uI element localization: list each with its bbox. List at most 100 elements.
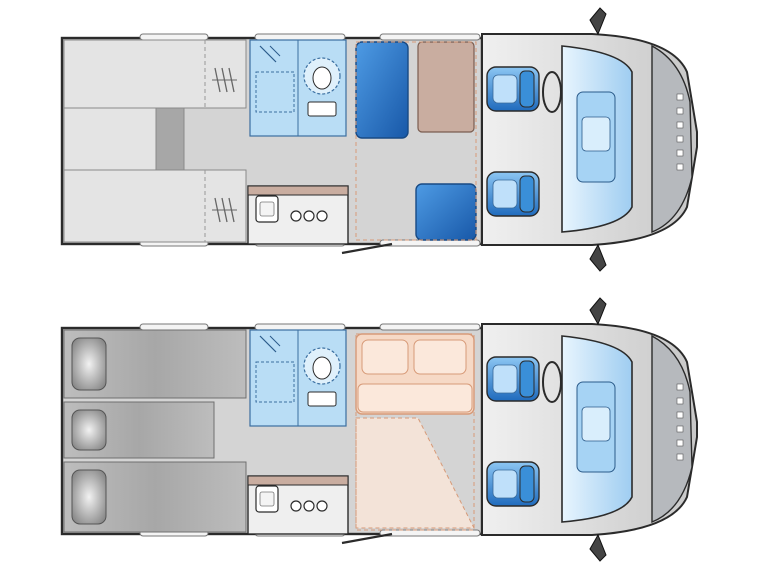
toilet-icon	[303, 57, 341, 117]
dashboard-panel	[581, 406, 611, 442]
hob-burner	[303, 210, 315, 222]
driver-seat-icon	[486, 66, 540, 112]
hob-burner	[290, 210, 302, 222]
driver-seat-icon-cushion	[492, 74, 518, 104]
shower-icon	[255, 335, 295, 403]
shower-spray	[269, 45, 281, 57]
pillow-icon	[71, 337, 107, 391]
night-bed	[63, 329, 247, 399]
driver-seat-icon-cushion	[492, 364, 518, 394]
bed-gap	[155, 107, 185, 171]
drop-bed-outline	[355, 41, 477, 241]
shower-spray	[259, 45, 277, 63]
grille-vent	[676, 107, 684, 115]
drop-down-bed	[355, 333, 475, 531]
passenger-seat-icon-backrest	[519, 465, 535, 503]
door-icon	[341, 532, 393, 545]
cab-bonnet	[651, 44, 693, 234]
passenger-seat-icon-cushion	[492, 179, 518, 209]
window-top	[254, 33, 346, 41]
cab-bonnet	[651, 334, 693, 524]
hob-icon	[290, 210, 328, 222]
hob-burner	[316, 210, 328, 222]
washroom	[249, 329, 347, 427]
day-layout	[60, 7, 698, 272]
dashboard-panel	[581, 116, 611, 152]
passenger-seat-icon-cushion	[492, 469, 518, 499]
dinette-bench	[355, 41, 409, 139]
grille-vent	[676, 383, 684, 391]
toilet-bowl	[312, 66, 332, 90]
kitchen-back	[247, 185, 349, 196]
passenger-seat-icon	[486, 461, 540, 507]
side-mirror-icon	[589, 7, 607, 36]
window-top	[254, 323, 346, 331]
grille-vent	[676, 397, 684, 405]
kitchen-back	[247, 475, 349, 486]
pillow-icon	[71, 409, 107, 451]
rear-bed-right	[63, 169, 247, 243]
night-bed	[63, 461, 247, 533]
hob-burner	[316, 500, 328, 512]
washbasin	[307, 391, 337, 407]
shower-icon	[255, 45, 295, 113]
passenger-seat-icon-backrest	[519, 175, 535, 213]
driver-cab	[481, 7, 698, 272]
window-bottom	[379, 239, 481, 247]
door-icon	[341, 242, 393, 255]
shower-tray	[255, 361, 295, 403]
toilet-bowl	[312, 356, 332, 380]
hob-burner	[290, 500, 302, 512]
kitchen-counter	[247, 185, 349, 245]
pillow-icon	[71, 469, 107, 525]
side-mirror-icon	[589, 297, 607, 326]
heater-vent-icon	[212, 197, 237, 223]
grille-vent	[676, 121, 684, 129]
heater-vent-icon	[212, 67, 237, 93]
shower-spray	[269, 335, 281, 347]
grille-vent	[676, 411, 684, 419]
kitchen-counter	[247, 475, 349, 535]
pillow-icon	[413, 339, 467, 375]
sink-bowl	[259, 201, 275, 217]
side-mirror-icon	[589, 533, 607, 562]
driver-cab	[481, 297, 698, 562]
passenger-seat-icon	[486, 171, 540, 217]
rear-bed-left	[63, 39, 247, 109]
sink-bowl	[259, 491, 275, 507]
grille-vent	[676, 425, 684, 433]
grille-vent	[676, 163, 684, 171]
steering-wheel-icon	[542, 71, 562, 113]
window-top	[139, 323, 209, 331]
grille-vent	[676, 135, 684, 143]
window-top	[379, 323, 481, 331]
driver-seat-icon-backrest	[519, 360, 535, 398]
side-mirror-icon	[589, 243, 607, 272]
rear-bed-middle	[63, 107, 157, 171]
window-bottom	[379, 529, 481, 537]
dinette-side-bench	[415, 183, 477, 241]
grille-vent	[676, 439, 684, 447]
hob-icon	[290, 500, 328, 512]
night-layout	[60, 297, 698, 562]
shower-tray	[255, 71, 295, 113]
window-top	[139, 33, 209, 41]
washroom	[249, 39, 347, 137]
sink-icon	[255, 195, 279, 223]
driver-seat-icon-backrest	[519, 70, 535, 108]
washbasin	[307, 101, 337, 117]
driver-seat-icon	[486, 356, 540, 402]
shower-spray	[259, 335, 277, 353]
night-bed	[63, 401, 215, 459]
pillow-icon	[361, 339, 409, 375]
grille-vent	[676, 453, 684, 461]
dinette-table	[417, 41, 475, 133]
drop-bed-outline	[355, 333, 475, 531]
grille-vent	[676, 149, 684, 157]
hob-burner	[303, 500, 315, 512]
window-top	[379, 33, 481, 41]
drop-bed-cushion	[357, 383, 473, 413]
grille-vent	[676, 93, 684, 101]
